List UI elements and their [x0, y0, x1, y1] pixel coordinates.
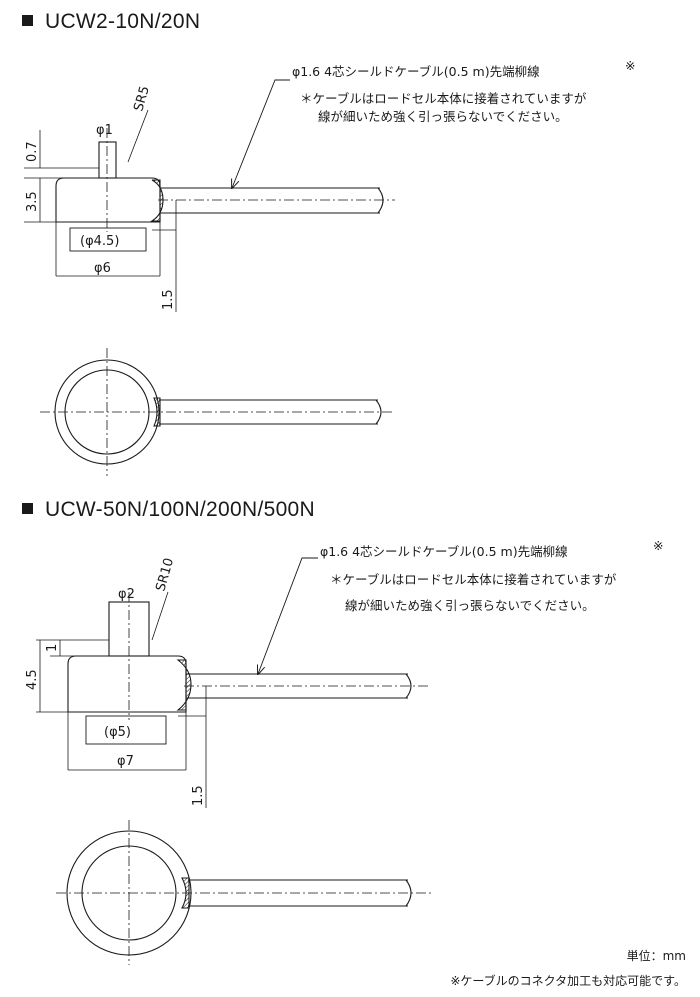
cable-joint-hatch	[181, 877, 190, 909]
cable-note-line2-2: 線が細いため強く引っ張らないでください。	[345, 598, 595, 613]
top-view-2	[56, 820, 432, 965]
cable-joint-hatch	[150, 179, 164, 222]
dim-height-1: 3.5	[25, 191, 40, 212]
dim-outer-2: φ7	[117, 754, 134, 769]
dim-inner-2: (φ5)	[104, 725, 131, 740]
top-view-1	[40, 348, 395, 476]
cable-joint-hatch	[176, 659, 192, 711]
load-pin	[98, 141, 117, 179]
dim-side-2: 1.5	[191, 785, 206, 806]
section-title-1-text: UCW2-10N/20N	[45, 10, 201, 33]
load-cell-body	[67, 655, 187, 713]
section-title-2: UCW-50N/100N/200N/500N	[22, 498, 315, 522]
bullet-square-icon	[22, 15, 33, 26]
unit-note: 単位：mm	[626, 949, 686, 963]
side-view-2	[36, 557, 428, 808]
cable-label-2: φ1.6 4芯シールドケーブル(0.5 m)先端柳線	[320, 544, 568, 559]
cable-mark-1: ※	[625, 58, 635, 73]
section-title-2-text: UCW-50N/100N/200N/500N	[45, 498, 316, 521]
dim-pin-2: φ2	[118, 587, 135, 602]
cable-note-line2-1: 線が細いため強く引っ張らないでください。	[318, 109, 568, 124]
dim-sr-1: SR5	[131, 84, 152, 113]
cable-mark-2: ※	[653, 538, 663, 553]
side-view-1	[24, 79, 395, 312]
dim-pin-1: φ1	[96, 123, 113, 138]
dim-sr-2: SR10	[153, 556, 177, 593]
dim-side-1: 1.5	[161, 289, 176, 310]
load-cell-body	[55, 177, 161, 223]
cable-note-line1-1: ＊ケーブルはロードセル本体に接着されていますが	[300, 91, 587, 106]
dim-inner-1: (φ4.5)	[80, 234, 119, 249]
connector-note: ※ケーブルのコネクタ加工も対応可能です。	[450, 974, 686, 988]
dim-top-1: 0.7	[25, 141, 40, 162]
cable-note-line1-2: ＊ケーブルはロードセル本体に接着されていますが	[330, 572, 617, 587]
section-title-1: UCW2-10N/20N	[22, 10, 200, 34]
dim-top-2: 1	[45, 644, 60, 652]
cable-label-1: φ1.6 4芯シールドケーブル(0.5 m)先端柳線	[292, 64, 540, 79]
dim-height-2: 4.5	[25, 669, 40, 690]
bullet-square-icon	[22, 503, 33, 514]
dim-outer-1: φ6	[94, 261, 111, 276]
